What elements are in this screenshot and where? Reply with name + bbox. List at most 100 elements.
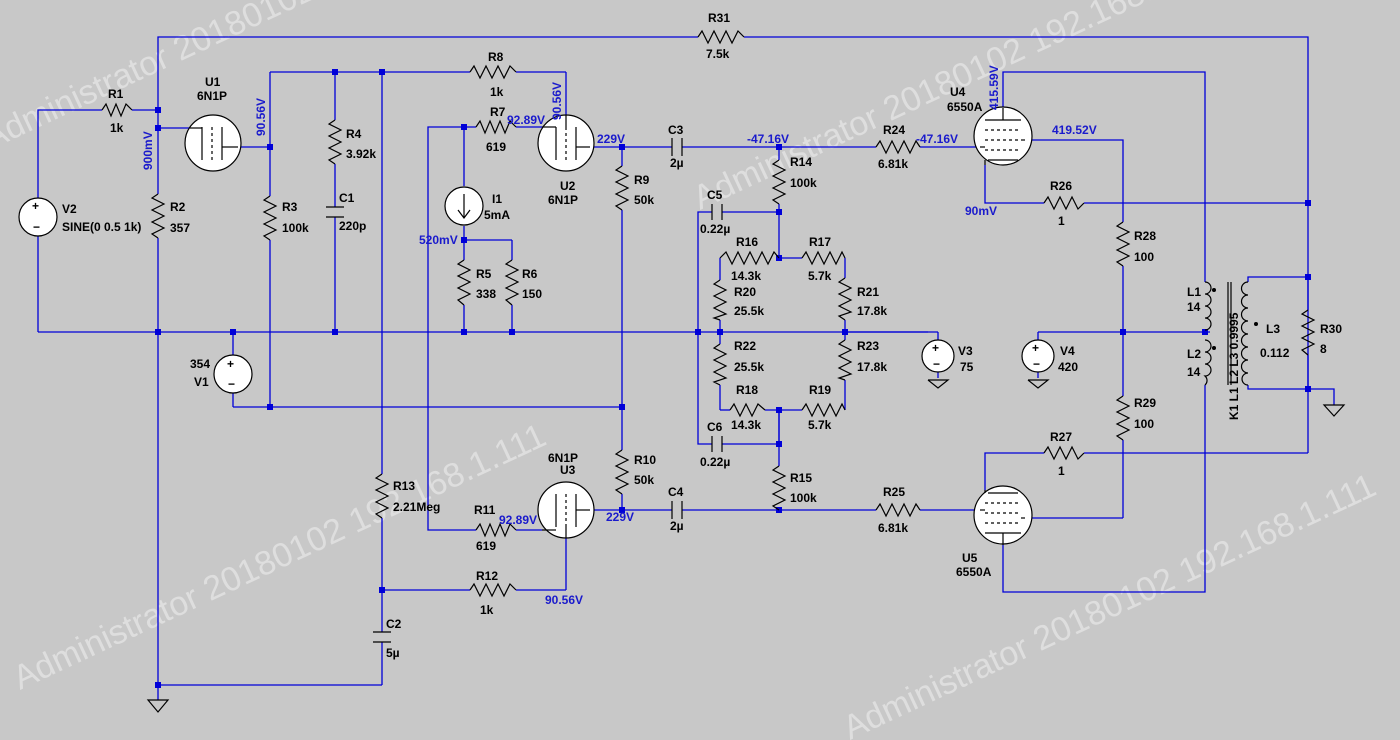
label-r15-name: R15 — [790, 471, 812, 485]
label-r19-value: 5.7k — [808, 418, 832, 432]
label-r30-name: R30 — [1320, 322, 1342, 336]
c3-body — [671, 138, 683, 156]
r3-body — [262, 195, 278, 241]
label-r11-name: R11 — [474, 503, 496, 517]
label-r12-value: 1k — [480, 603, 494, 617]
watermark-3: Administrator 20180102 192.168.1.111 — [7, 416, 551, 697]
grounds — [146, 379, 1346, 713]
label-c4-value: 2µ — [670, 519, 684, 533]
label-l3-value: 0.112 — [1260, 346, 1290, 360]
u2-tube — [537, 114, 595, 172]
voltage-i1-node: 520mV — [419, 233, 458, 247]
label-r31-name: R31 — [708, 11, 730, 25]
svg-text:−: − — [933, 357, 940, 371]
label-u2-name: U2 — [560, 179, 576, 193]
r4-body — [327, 119, 343, 165]
r24-body — [875, 139, 921, 155]
label-coupling: K1 L1 L2 L3 0.9995 — [1227, 312, 1241, 420]
r30-body — [1300, 309, 1316, 356]
label-r16-value: 14.3k — [731, 269, 761, 283]
label-r6-value: 150 — [522, 287, 542, 301]
tubes — [184, 106, 1033, 545]
label-c2-value: 5µ — [386, 646, 400, 660]
voltage-u4-screen: 419.52V — [1052, 123, 1097, 137]
c1-body — [326, 206, 344, 218]
r12-body — [469, 582, 517, 598]
l1-body — [1204, 281, 1212, 331]
label-r21-value: 17.8k — [857, 304, 887, 318]
voltage-u3-cathode: 229V — [606, 510, 634, 524]
label-r18-name: R18 — [736, 383, 758, 397]
r31-body — [697, 29, 745, 45]
sources: +− +− +− +− — [18, 186, 1055, 394]
label-u2-value: 6N1P — [548, 193, 578, 207]
voltage-c3-out: -47.16V — [747, 132, 789, 146]
r18-body — [729, 402, 766, 418]
svg-text:+: + — [32, 199, 39, 213]
voltage-u1-grid: 900mV — [141, 131, 155, 170]
label-v2-name: V2 — [62, 202, 77, 216]
voltage-u3-grid: 92.89V — [499, 513, 537, 527]
svg-text:−: − — [33, 220, 40, 234]
label-r23-name: R23 — [857, 339, 879, 353]
label-v1-name: V1 — [194, 375, 209, 389]
svg-text:−: − — [1033, 357, 1040, 371]
label-r22-name: R22 — [734, 339, 756, 353]
label-r20-name: R20 — [734, 285, 756, 299]
label-l1-value: 14 — [1187, 300, 1201, 314]
voltage-u1-plate: 90.56V — [254, 98, 268, 136]
label-r11-value: 619 — [476, 539, 496, 553]
svg-text:+: + — [932, 341, 939, 355]
svg-text:−: − — [228, 377, 235, 391]
label-v1-value: 354 — [190, 357, 210, 371]
label-r2-value: 357 — [170, 221, 190, 235]
label-r17-name: R17 — [809, 235, 831, 249]
r26-body — [1043, 195, 1085, 211]
label-r1-name: R1 — [108, 87, 124, 101]
label-c3-name: C3 — [668, 123, 684, 137]
label-r14-name: R14 — [790, 155, 812, 169]
l3-body — [1240, 281, 1249, 386]
r6-body — [504, 259, 520, 306]
label-r30-value: 8 — [1320, 342, 1327, 356]
r14-body — [771, 159, 787, 205]
label-u4-value: 6550A — [947, 100, 983, 114]
r17-body — [801, 250, 846, 266]
label-c4-name: C4 — [668, 485, 684, 499]
label-r24-value: 6.81k — [878, 157, 908, 171]
r25-body — [875, 502, 921, 518]
r1-body — [101, 102, 133, 118]
r22-body — [712, 343, 728, 386]
label-u3-name: U3 — [560, 463, 576, 477]
r28-body — [1115, 221, 1131, 267]
voltage-u2-plate-in: 90.56V — [550, 82, 564, 120]
label-r29-name: R29 — [1134, 396, 1156, 410]
r27-body — [1043, 445, 1085, 461]
label-r24-name: R24 — [883, 123, 905, 137]
label-v4-name: V4 — [1060, 344, 1075, 358]
l2-body — [1203, 339, 1212, 386]
label-c5-value: 0.22µ — [700, 222, 730, 236]
voltage-u3-plate: 90.56V — [545, 593, 583, 607]
label-r7-value: 619 — [486, 140, 506, 154]
label-r20-value: 25.5k — [734, 304, 764, 318]
voltage-u2-cathode: 229V — [597, 132, 625, 146]
v4-symbol: +− — [1021, 339, 1055, 373]
label-c1-name: C1 — [339, 191, 355, 205]
label-v4-value: 420 — [1058, 360, 1078, 374]
label-r14-value: 100k — [790, 176, 817, 190]
label-r3-name: R3 — [282, 200, 298, 214]
label-u5-value: 6550A — [956, 565, 992, 579]
r15-body — [771, 465, 787, 511]
voltage-u4-cathode: 90mV — [965, 204, 997, 218]
u4-tube — [973, 106, 1033, 166]
c6-body — [711, 436, 723, 452]
ground-symbol — [146, 699, 170, 713]
ground-symbol — [1027, 379, 1050, 389]
svg-text:+: + — [1032, 341, 1039, 355]
label-l2-name: L2 — [1187, 347, 1201, 361]
label-r5-value: 338 — [476, 287, 496, 301]
label-r5-name: R5 — [476, 267, 492, 281]
label-r29-value: 100 — [1134, 417, 1154, 431]
